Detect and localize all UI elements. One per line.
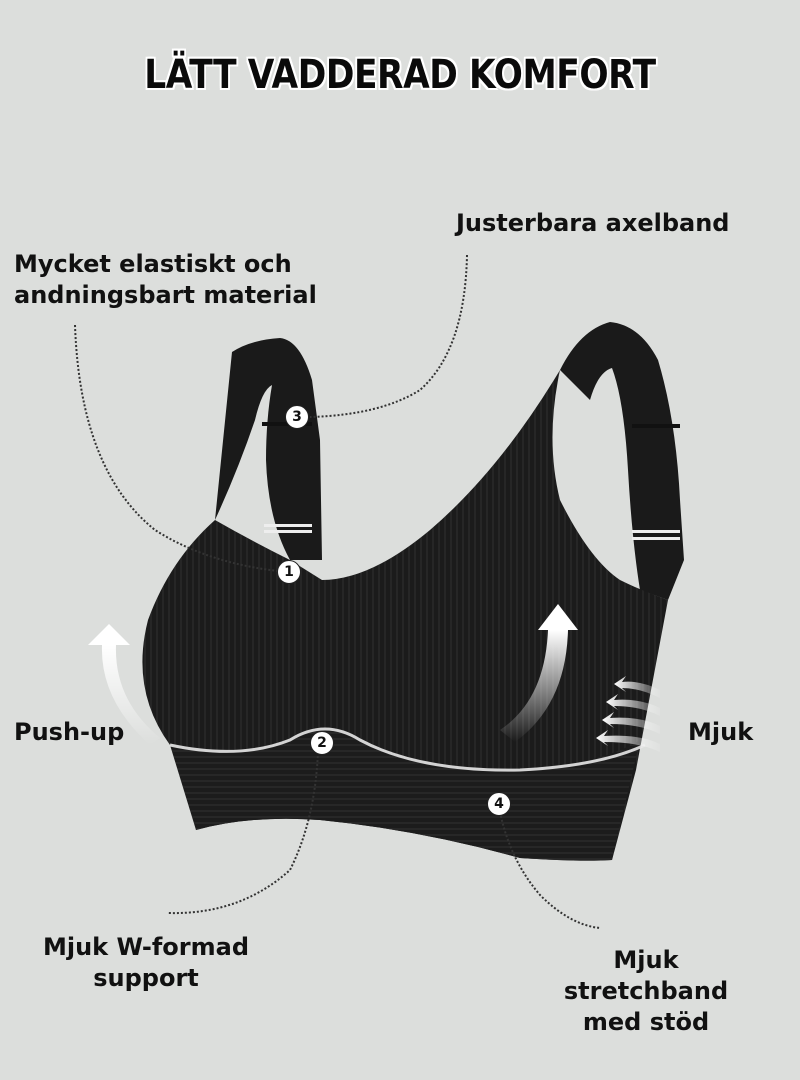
lift-arrow-icon (500, 604, 578, 742)
leader-line-3 (309, 254, 468, 418)
leader-line-2 (167, 751, 319, 915)
callout-w-support: Mjuk W-formad support (40, 932, 252, 994)
side-compression-arrows-icon (596, 676, 660, 752)
leader-line-1 (74, 324, 289, 573)
callout-stretchband-line-2: med stöd (582, 1008, 710, 1036)
page-title: LÄTT VADDERAD KOMFORT (144, 52, 656, 98)
badge-1: 1 (277, 560, 301, 584)
callout-straps: Justerbara axelband (456, 208, 729, 239)
left-strap (215, 338, 322, 560)
callout-pushup: Push-up (14, 717, 124, 748)
badge-3: 3 (285, 405, 309, 429)
callout-stretchband-line-1: Mjuk stretchband (563, 946, 729, 1005)
w-support-wire (169, 727, 646, 772)
callout-straps-line-1: Justerbara axelband (456, 209, 730, 237)
callout-w-support-line-2: support (93, 964, 199, 992)
badge-2: 2 (310, 731, 334, 755)
pushup-arrow-icon (88, 624, 160, 745)
callout-soft: Mjuk (688, 717, 753, 748)
badge-4: 4 (487, 792, 511, 816)
callout-stretchband: Mjuk stretchband med stöd (528, 945, 764, 1038)
callout-pushup-line-1: Push-up (14, 718, 125, 746)
callout-material-line-1: Mycket elastiskt och (14, 250, 292, 278)
callout-material: Mycket elastiskt och andningsbart materi… (14, 249, 317, 311)
leader-line-4 (499, 811, 601, 929)
underband (170, 730, 640, 861)
callout-material-line-2: andningsbart material (14, 281, 317, 309)
callout-soft-line-1: Mjuk (688, 718, 754, 746)
bra-body (142, 370, 668, 861)
callout-w-support-line-1: Mjuk W-formad (42, 933, 249, 961)
